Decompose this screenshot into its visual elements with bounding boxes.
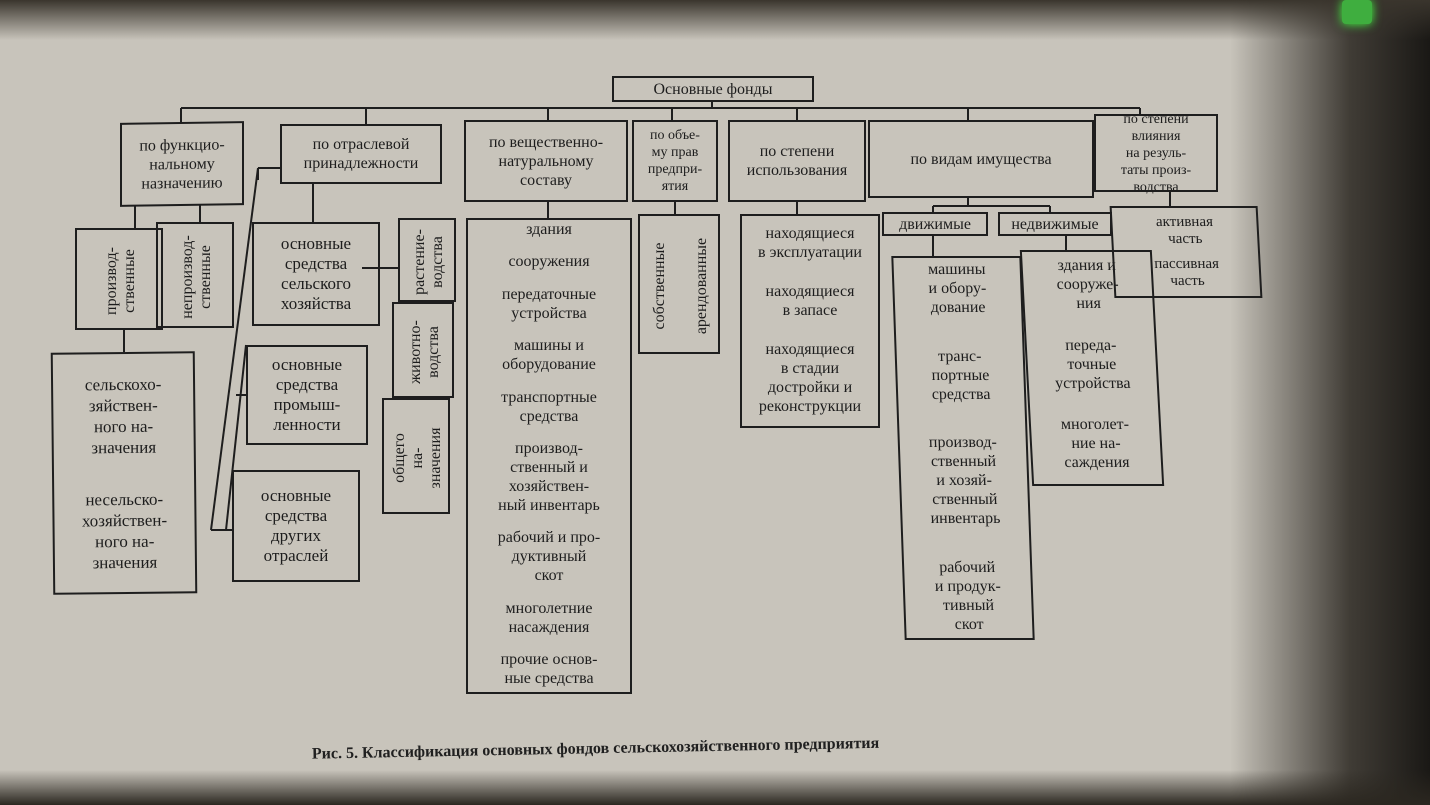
list-item: производ- ственный и хозяй- ственный инв… xyxy=(928,434,1001,528)
list-item: рабочий и про- дуктивный скот xyxy=(497,529,601,585)
category-property-label: по видам имущества xyxy=(910,150,1052,168)
list-item: сооружения xyxy=(508,253,590,271)
property-immovable-box: недвижимые xyxy=(998,212,1112,236)
influence-items-box: активная часть пассивная часть xyxy=(1109,206,1263,298)
category-functional: по функцио- нальному назначению xyxy=(120,121,244,207)
property-movable-label: движимые xyxy=(899,215,971,233)
list-item: передаточные устройства xyxy=(501,285,597,322)
category-influence-label: по степени влияния на резуль- таты произ… xyxy=(1120,111,1192,195)
category-property: по видам имущества xyxy=(868,120,1094,198)
functional-production-label: производ- ственные xyxy=(103,247,138,315)
material-items-box: здания сооружения передаточные устройств… xyxy=(466,218,632,694)
list-item: многолет- ние на- саждения xyxy=(1060,416,1130,471)
branch-general-label: общего на- значения xyxy=(391,427,444,489)
list-item: находящиеся в запасе xyxy=(765,283,855,319)
list-item: пассивная часть xyxy=(1153,256,1220,289)
list-item: несельско- хозяйствен- ного на- значения xyxy=(81,489,168,572)
branch-crop-label: растение- водства xyxy=(411,229,446,295)
list-item: многолетние насаждения xyxy=(505,599,593,636)
list-item: машины и обору- дование xyxy=(927,261,987,316)
list-item: здания xyxy=(526,221,572,238)
list-item: находящиеся в стадии достройки и реконст… xyxy=(758,341,862,415)
root-label: Основные фонды xyxy=(653,80,773,98)
functional-nonproduction-box: непроизвод- ственные xyxy=(156,222,234,328)
list-item: рабочий и продук- тивный скот xyxy=(934,558,1002,633)
branch-other-box: основные средства других отраслей xyxy=(232,470,360,582)
usage-items-list: находящиеся в эксплуатации находящиеся в… xyxy=(742,216,878,426)
rights-items-box: собственные арендованные xyxy=(638,214,720,354)
functional-nonproduction-label: непроизвод- ственные xyxy=(179,235,214,319)
branch-livestock-box: животно- водства xyxy=(392,302,454,398)
list-item: машины и оборудование xyxy=(502,337,596,374)
category-rights-label: по объе- му прав предпри- ятия xyxy=(647,128,703,194)
category-rights: по объе- му прав предпри- ятия xyxy=(632,120,718,202)
list-item: производ- ственный и хозяйствен- ный инв… xyxy=(498,439,600,514)
root-node: Основные фонды xyxy=(612,76,814,102)
list-item: здания и сооруже- ния xyxy=(1056,257,1120,312)
category-material: по вещественно- натуральному составу xyxy=(464,120,628,202)
branch-general-box: общего на- значения xyxy=(382,398,450,514)
category-branch-label: по отраслевой принадлежности xyxy=(303,136,419,172)
branch-livestock-label: животно- водства xyxy=(407,320,442,384)
functional-production-box: производ- ственные xyxy=(75,228,163,330)
branch-crop-box: растение- водства xyxy=(398,218,456,302)
category-functional-label: по функцио- нальному назначению xyxy=(139,135,225,193)
list-item: транспортные средства xyxy=(501,388,597,425)
branch-industry-label: основные средства промыш- ленности xyxy=(271,355,343,434)
influence-items-list: активная часть пассивная часть xyxy=(1112,208,1261,296)
functional-purposes-list: сельскохо- зяйствен- ного на- значения н… xyxy=(53,353,195,592)
branch-agri-box: основные средства сельского хозяйства xyxy=(252,222,380,326)
category-usage: по степени использования xyxy=(728,120,866,202)
branch-agri-label: основные средства сельского хозяйства xyxy=(280,234,352,313)
branch-industry-box: основные средства промыш- ленности xyxy=(246,345,368,445)
material-items-list: здания сооружения передаточные устройств… xyxy=(468,220,630,692)
rights-own-label: собственные xyxy=(651,242,668,330)
list-item: транс- портные средства xyxy=(931,347,991,403)
list-item: переда- точные устройства xyxy=(1054,336,1131,392)
property-immovable-label: недвижимые xyxy=(1011,215,1099,233)
list-item: сельскохо- зяйствен- ного на- значения xyxy=(84,374,162,457)
category-material-label: по вещественно- натуральному составу xyxy=(488,133,604,189)
list-item: находящиеся в эксплуатации xyxy=(758,225,862,261)
list-item: прочие основ- ные средства xyxy=(500,651,598,687)
category-usage-label: по степени использования xyxy=(746,143,848,179)
category-influence: по степени влияния на резуль- таты произ… xyxy=(1094,112,1218,195)
usage-items-box: находящиеся в эксплуатации находящиеся в… xyxy=(740,214,880,428)
property-movable-items-list: машины и обору- дование транс- портные с… xyxy=(893,258,1032,638)
category-branch: по отраслевой принадлежности xyxy=(280,124,442,184)
branch-other-label: основные средства других отраслей xyxy=(260,486,332,565)
property-movable-items-box: машины и обору- дование транс- портные с… xyxy=(891,256,1035,640)
property-movable-box: движимые xyxy=(882,212,988,236)
rights-leased-label: арендованные xyxy=(693,237,710,335)
list-item: активная часть xyxy=(1155,214,1214,247)
functional-purposes-box: сельскохо- зяйствен- ного на- значения н… xyxy=(50,351,198,595)
